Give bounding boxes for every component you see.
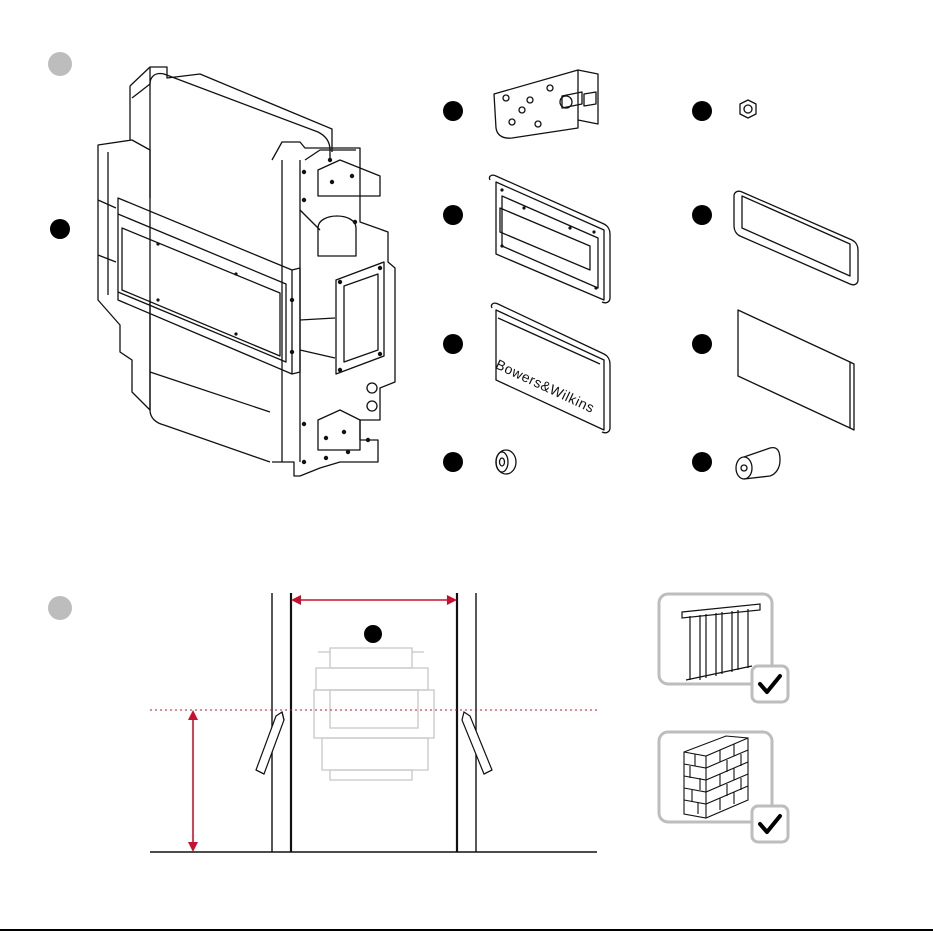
gasket-frame-drawing xyxy=(734,191,858,285)
pencil-right xyxy=(462,712,492,774)
blank-plate-drawing xyxy=(738,310,854,430)
page-bottom-rule xyxy=(0,929,933,931)
nut-drawing xyxy=(740,100,756,118)
ghost-speaker xyxy=(314,648,434,780)
stud-wall-panel xyxy=(659,594,788,702)
mounting-bracket-drawing xyxy=(494,70,598,138)
dimension-lines xyxy=(150,595,597,852)
brick-wall-panel xyxy=(659,732,788,842)
spacer-tube-drawing xyxy=(736,448,780,479)
wall-section xyxy=(150,593,597,852)
pencil-left xyxy=(256,712,284,774)
mounting-plate-drawing xyxy=(489,175,610,303)
washer-drawing xyxy=(496,450,516,474)
speaker-back-box xyxy=(98,67,395,476)
